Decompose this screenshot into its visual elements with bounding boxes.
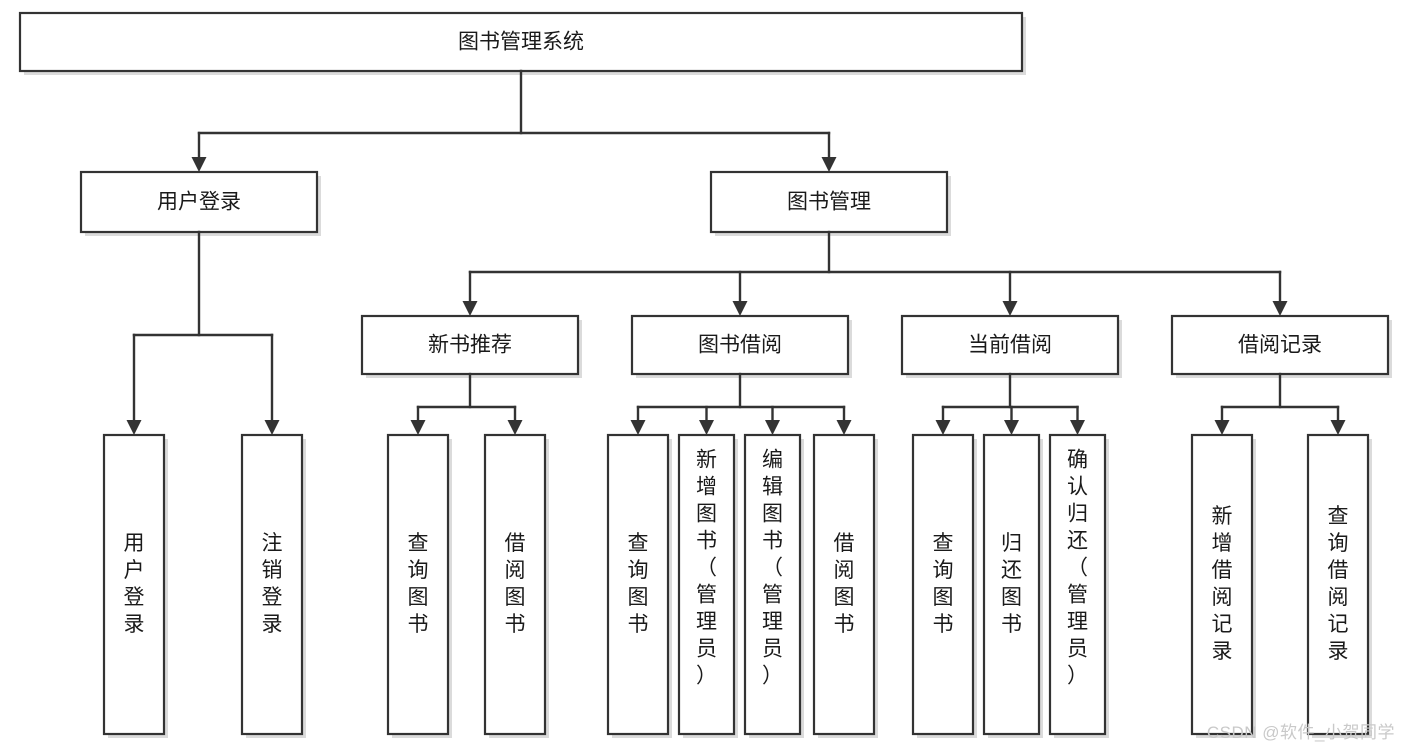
leaf-query-book-1[interactable]: 查询图书 [386, 433, 452, 738]
leaf-add-borrow-record[interactable]: 新增借阅记录 [1190, 433, 1256, 738]
leaf-borrow-book-2-label: 借阅图书 [834, 532, 855, 636]
arrow-head [264, 420, 280, 435]
arrow-head [630, 420, 646, 435]
arrow-head [1002, 301, 1018, 316]
arrow-head [462, 301, 478, 316]
arrow-head [699, 420, 714, 435]
node-book-borrow-label: 图书借阅 [698, 334, 782, 357]
arrow-head [732, 301, 748, 316]
node-book-manage-label: 图书管理 [787, 191, 871, 214]
arrow-head [1272, 301, 1288, 316]
leaf-add-book-admin[interactable]: 新增图书（管理员） [677, 433, 738, 738]
node-borrow-record-label: 借阅记录 [1238, 334, 1322, 357]
node-book-borrow[interactable]: 图书借阅 [630, 314, 852, 378]
node-user-login-label: 用户登录 [157, 191, 241, 214]
arrow-head [935, 420, 951, 435]
leaf-query-book-2-label: 查询图书 [628, 532, 649, 636]
arrow-head [1214, 420, 1230, 435]
leaf-return-book-label: 归还图书 [1001, 532, 1022, 636]
leaf-query-book-1-label: 查询图书 [408, 532, 429, 636]
node-current-borrow[interactable]: 当前借阅 [900, 314, 1122, 378]
watermark-text: CSDN @软件_小贺同学 [1206, 723, 1395, 742]
leaf-add-borrow-record-label: 新增借阅记录 [1212, 505, 1233, 663]
leaf-borrow-book-2[interactable]: 借阅图书 [812, 433, 878, 738]
leaf-logout-do-label: 注销登录 [262, 532, 283, 636]
node-book-manage[interactable]: 图书管理 [709, 170, 951, 236]
leaf-borrow-book-1[interactable]: 借阅图书 [483, 433, 549, 738]
arrow-head [191, 157, 207, 172]
leaf-query-borrow-record-label: 查询借阅记录 [1328, 505, 1349, 663]
node-current-borrow-label: 当前借阅 [968, 334, 1052, 357]
arrow-head [836, 420, 852, 435]
leaf-confirm-return-admin[interactable]: 确认归还（管理员） [1048, 433, 1109, 738]
arrow-head [1004, 420, 1019, 435]
leaf-return-book[interactable]: 归还图书 [982, 433, 1043, 738]
leaf-edit-book-admin-label: 编辑图书（管理员） [762, 448, 783, 687]
node-user-login[interactable]: 用户登录 [79, 170, 321, 236]
leaf-add-book-admin-label: 新增图书（管理员） [696, 448, 717, 687]
arrow-head [1330, 420, 1346, 435]
leaf-logout-do[interactable]: 注销登录 [240, 433, 306, 738]
leaf-query-borrow-record[interactable]: 查询借阅记录 [1306, 433, 1372, 738]
leaf-confirm-return-admin-label: 确认归还（管理员） [1067, 448, 1088, 687]
arrow-head [1070, 420, 1085, 435]
arrow-head [765, 420, 780, 435]
leaf-borrow-book-1-label: 借阅图书 [505, 532, 526, 636]
node-new-book-rec[interactable]: 新书推荐 [360, 314, 582, 378]
leaf-login-do-label: 用户登录 [124, 532, 145, 636]
leaf-query-book-3-label: 查询图书 [933, 532, 954, 636]
arrow-head [507, 420, 523, 435]
node-new-book-rec-label: 新书推荐 [428, 334, 512, 357]
leaf-login-do[interactable]: 用户登录 [102, 433, 168, 738]
leaf-edit-book-admin[interactable]: 编辑图书（管理员） [743, 433, 804, 738]
leaf-query-book-2[interactable]: 查询图书 [606, 433, 672, 738]
node-root-label: 图书管理系统 [458, 31, 584, 54]
arrow-head [126, 420, 142, 435]
arrow-head [821, 157, 837, 172]
arrow-head [410, 420, 426, 435]
node-root[interactable]: 图书管理系统 [18, 11, 1026, 75]
leaf-query-book-3[interactable]: 查询图书 [911, 433, 977, 738]
node-borrow-record[interactable]: 借阅记录 [1170, 314, 1392, 378]
